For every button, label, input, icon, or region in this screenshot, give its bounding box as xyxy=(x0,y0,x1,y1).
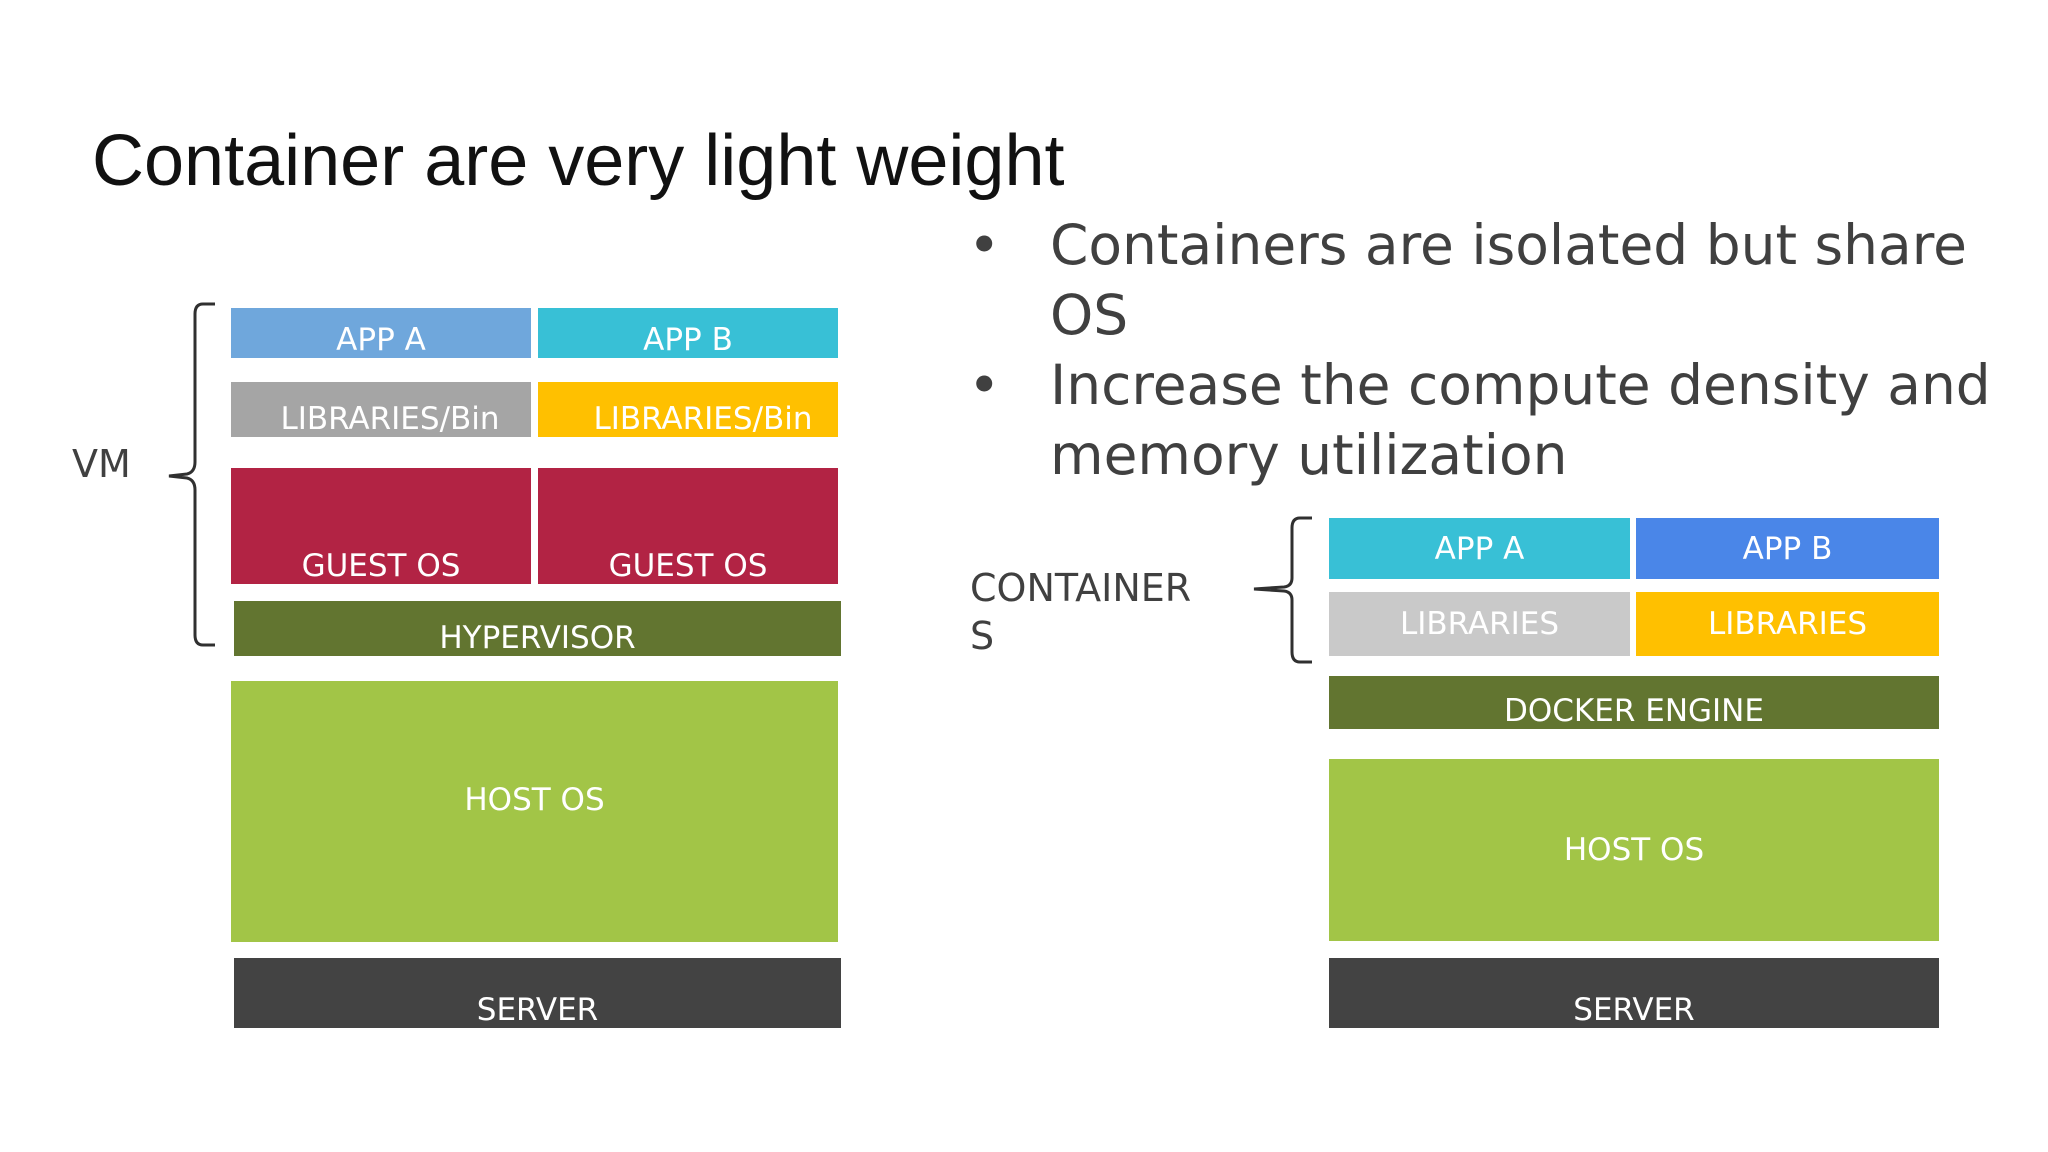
bullet-item: Increase the compute density and memory … xyxy=(968,350,2048,490)
container-brace xyxy=(1253,516,1312,664)
vm-hypervisor-block: HYPERVISOR xyxy=(234,601,841,656)
container-label: CONTAINER S xyxy=(970,564,1191,660)
vm-guest-os-a-block: GUEST OS xyxy=(231,468,531,584)
container-libraries-a-block: LIBRARIES xyxy=(1329,592,1630,656)
bullet-item: Containers are isolated but share OS xyxy=(968,210,2048,350)
vm-libraries-a-block: LIBRARIES/Bin xyxy=(231,382,531,437)
container-host-os-block: HOST OS xyxy=(1329,759,1939,941)
vm-label: VM xyxy=(72,442,131,486)
container-label-line: CONTAINER xyxy=(970,566,1192,610)
container-app-b-block: APP B xyxy=(1636,518,1939,579)
container-server-block: SERVER xyxy=(1329,958,1939,1028)
vm-brace xyxy=(168,302,215,647)
vm-guest-os-b-block: GUEST OS xyxy=(538,468,838,584)
vm-app-a-block: APP A xyxy=(231,308,531,358)
container-libraries-b-block: LIBRARIES xyxy=(1636,592,1939,656)
vm-host-os-block: HOST OS xyxy=(231,681,838,942)
docker-engine-block: DOCKER ENGINE xyxy=(1329,676,1939,729)
container-app-a-block: APP A xyxy=(1329,518,1630,579)
bullet-list: Containers are isolated but share OS Inc… xyxy=(968,210,2048,490)
container-label-line: S xyxy=(970,614,995,658)
vm-libraries-b-block: LIBRARIES/Bin xyxy=(538,382,838,437)
vm-server-block: SERVER xyxy=(234,958,841,1028)
slide-title: Container are very light weight xyxy=(92,121,1065,201)
vm-app-b-block: APP B xyxy=(538,308,838,358)
